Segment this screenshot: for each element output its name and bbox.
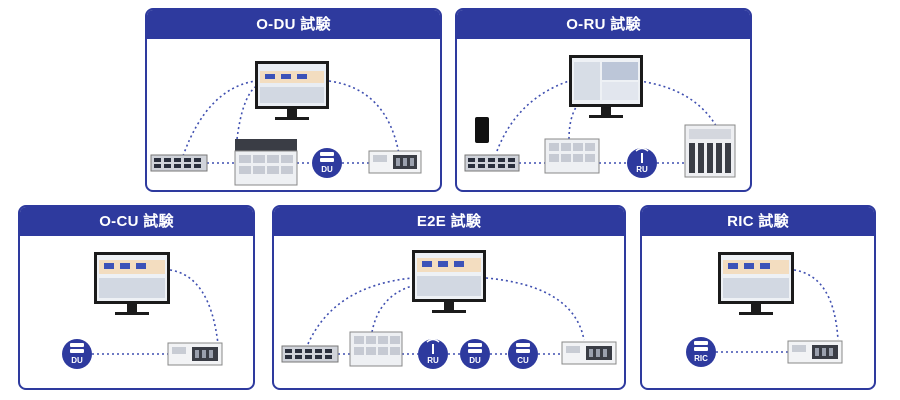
ru-label: RU bbox=[636, 165, 648, 174]
du-node-icon: DU bbox=[62, 339, 92, 369]
monitor-icon bbox=[412, 250, 486, 313]
du-node-icon: DU bbox=[460, 339, 490, 369]
panel-ocu-test: O-CU 試験 D bbox=[18, 205, 255, 390]
du-label: DU bbox=[469, 356, 481, 365]
panel-e2e-title: E2E 試験 bbox=[274, 207, 624, 236]
panel-ric-title: RIC 試験 bbox=[642, 207, 874, 236]
test-instrument-icon bbox=[787, 340, 843, 364]
test-instrument-icon bbox=[684, 124, 736, 178]
test-instrument-icon bbox=[368, 150, 422, 174]
cu-label: CU bbox=[517, 356, 529, 365]
test-instrument-icon bbox=[167, 342, 223, 366]
panel-ric-diagram: RIC bbox=[642, 236, 874, 388]
monitor-icon bbox=[255, 61, 329, 120]
panel-oru-diagram: RU bbox=[457, 39, 750, 190]
cu-node-icon: CU bbox=[508, 339, 538, 369]
monitor-icon bbox=[718, 252, 794, 315]
du-label: DU bbox=[71, 356, 83, 365]
smartphone-icon bbox=[475, 117, 489, 143]
ru-label: RU bbox=[427, 356, 439, 365]
panel-ocu-diagram: DU bbox=[20, 236, 253, 388]
monitor-icon bbox=[569, 55, 643, 118]
switch-icon bbox=[281, 345, 339, 363]
panel-odu-test: O-DU 試験 bbox=[145, 8, 442, 192]
test-instrument-icon bbox=[561, 341, 617, 365]
panel-e2e-test: E2E 試験 bbox=[272, 205, 626, 390]
ru-node-icon: RU bbox=[627, 144, 657, 178]
panel-odu-diagram: DU bbox=[147, 39, 440, 190]
du-label: DU bbox=[321, 165, 333, 174]
server-rack-icon bbox=[234, 139, 298, 186]
panel-ric-test: RIC 試験 RI bbox=[640, 205, 876, 390]
switch-icon bbox=[150, 154, 208, 172]
panel-odu-title: O-DU 試験 bbox=[147, 10, 440, 39]
monitor-icon bbox=[94, 252, 170, 315]
panel-ocu-title: O-CU 試験 bbox=[20, 207, 253, 236]
panel-e2e-diagram: RU DU CU bbox=[274, 236, 624, 388]
du-node-icon: DU bbox=[312, 148, 342, 178]
switch-icon bbox=[464, 154, 520, 172]
panel-oru-test: O-RU 試験 bbox=[455, 8, 752, 192]
ric-node-icon: RIC bbox=[686, 337, 716, 367]
server-rack-icon bbox=[349, 331, 403, 367]
ric-label: RIC bbox=[694, 354, 708, 363]
server-rack-icon bbox=[544, 138, 600, 174]
ru-node-icon: RU bbox=[418, 335, 448, 369]
panel-oru-title: O-RU 試験 bbox=[457, 10, 750, 39]
